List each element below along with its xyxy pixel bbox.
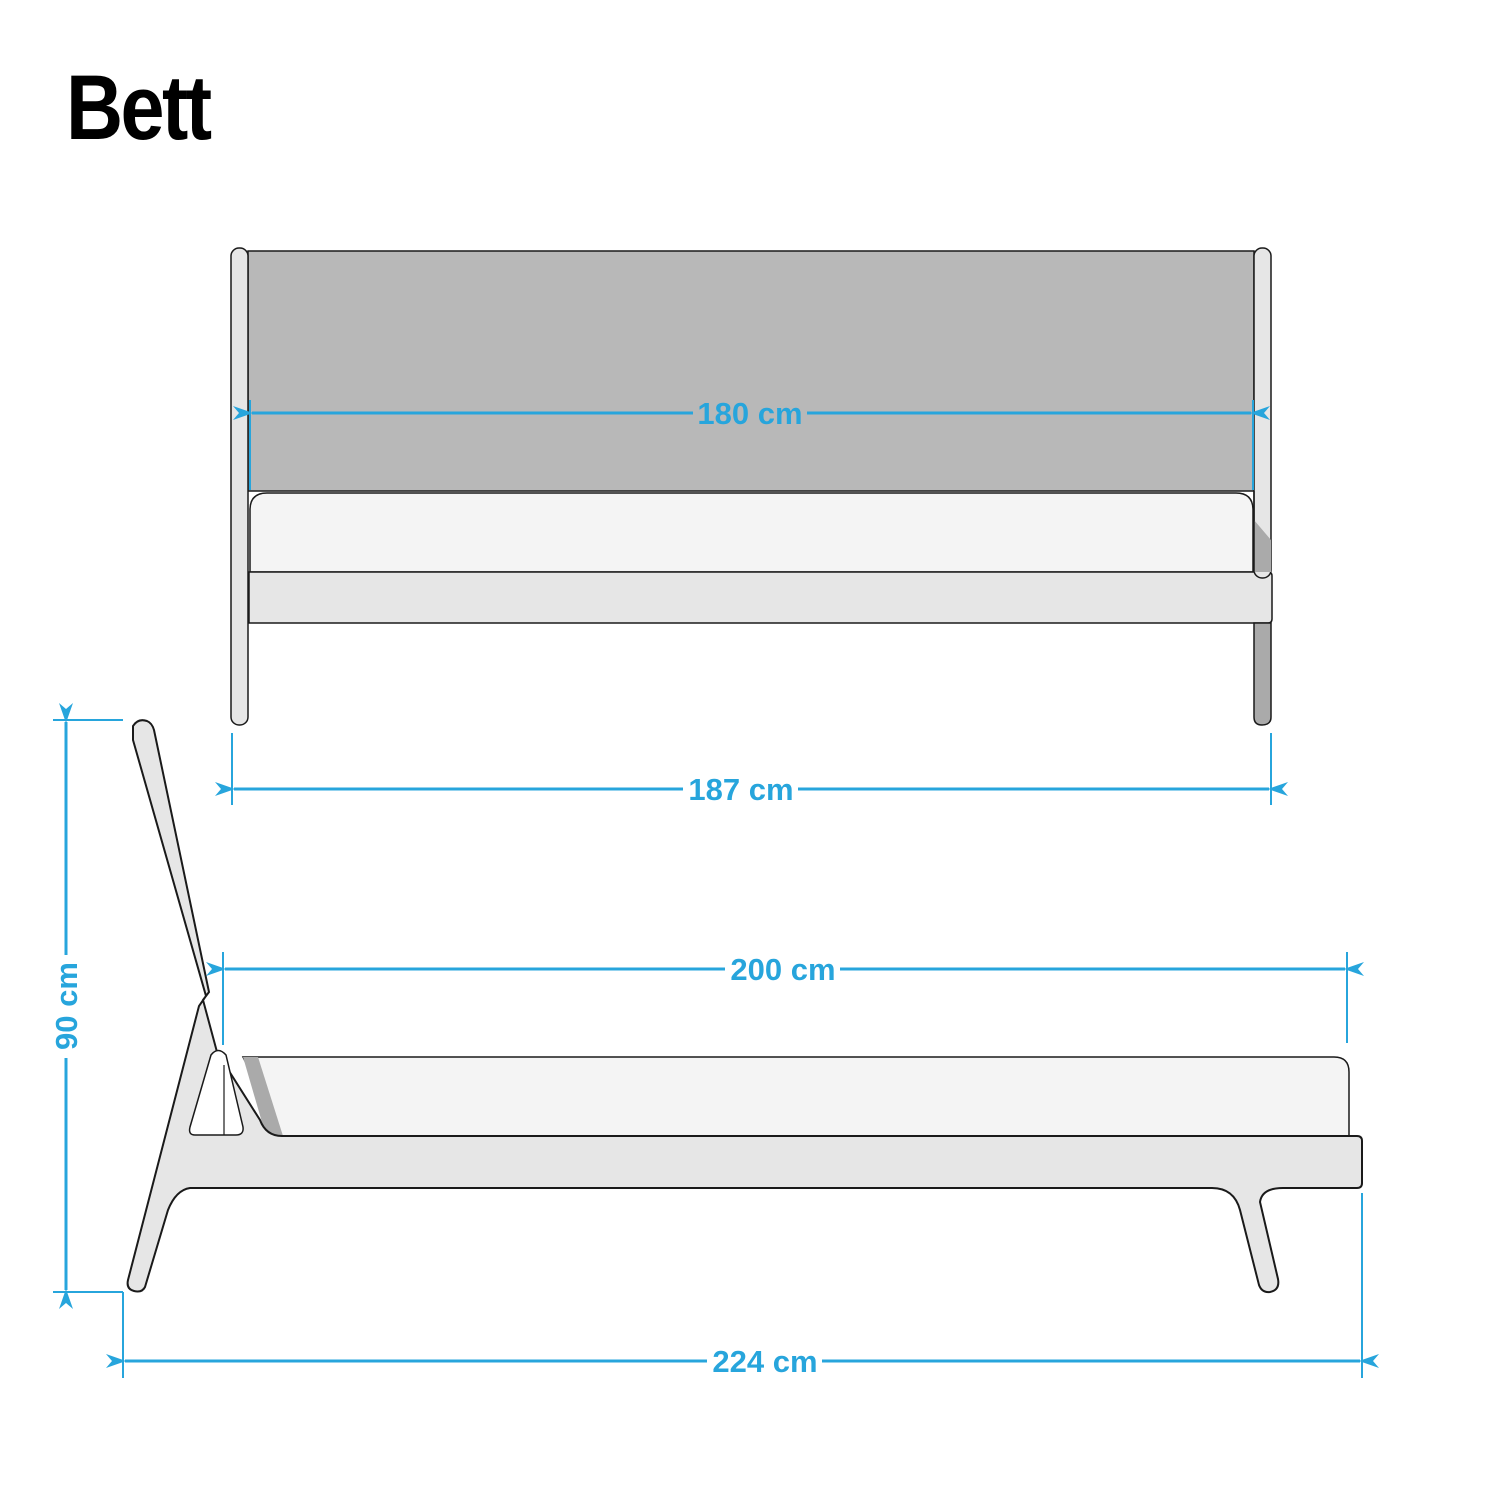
dimension-label-200: 200 cm xyxy=(730,952,835,987)
left-post xyxy=(230,247,249,726)
page-title: Bett xyxy=(66,57,212,159)
side-rail-front xyxy=(248,571,1273,624)
dimension-187: 187 cm xyxy=(215,733,1288,807)
dimension-label-187: 187 cm xyxy=(688,772,793,807)
dimension-label-90: 90 cm xyxy=(49,962,84,1050)
dimension-180: 180 cm xyxy=(233,396,1270,490)
frame-cutout xyxy=(188,1049,244,1136)
dimension-label-224: 224 cm xyxy=(712,1344,817,1379)
headboard-panel xyxy=(247,250,1255,492)
mattress-front xyxy=(249,492,1254,573)
dimension-224: 224 cm xyxy=(106,1193,1379,1379)
mattress-shadow xyxy=(243,1057,283,1136)
right-post-leg xyxy=(1253,622,1272,726)
dimension-label-180: 180 cm xyxy=(697,396,802,431)
side-frame xyxy=(126,719,1363,1294)
dimension-200: 200 cm xyxy=(206,952,1364,1045)
front-view: 180 cm 187 cm xyxy=(215,247,1288,807)
mattress-side xyxy=(241,1056,1350,1137)
side-view: 200 cm 90 cm 224 cm xyxy=(49,703,1379,1379)
dimension-90: 90 cm xyxy=(49,703,123,1309)
